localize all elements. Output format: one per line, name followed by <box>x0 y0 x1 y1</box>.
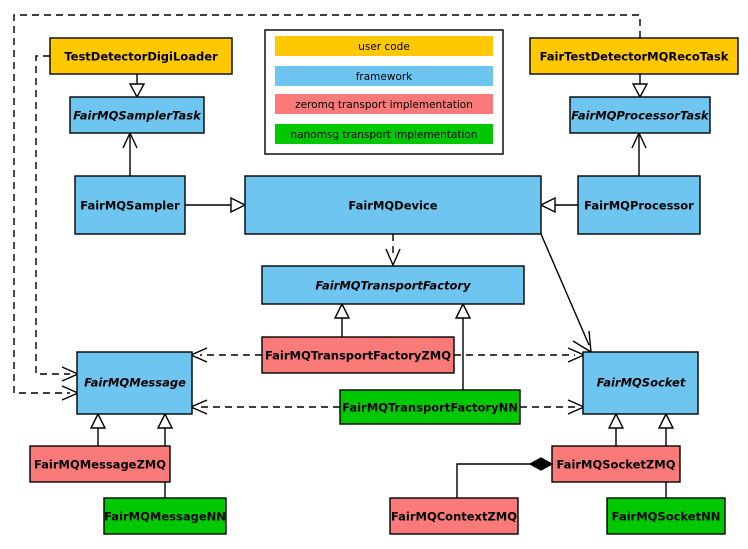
edge-factoryzmq-message <box>189 347 262 363</box>
node-label-TestDetectorDigiLoader: TestDetectorDigiLoader <box>64 50 218 64</box>
node-label-FairMQTransportFactoryNN: FairMQTransportFactoryNN <box>342 401 518 415</box>
legend-label-framework: framework <box>356 71 413 83</box>
node-box-FairMQMessageZMQ[interactable] <box>29 445 171 483</box>
node-label-FairMQTransportFactory: FairMQTransportFactory <box>315 279 471 293</box>
node-box-FairMQContextZMQ[interactable] <box>389 497 519 535</box>
node-box-FairMQProcessorTask[interactable] <box>569 96 711 134</box>
node-label-FairMQTransportFactoryZMQ: FairMQTransportFactoryZMQ <box>265 349 451 363</box>
node-FairMQTransportFactoryZMQ[interactable]: FairMQTransportFactoryZMQ <box>261 336 455 374</box>
node-FairMQSamplerTask[interactable]: FairMQSamplerTask <box>69 96 205 134</box>
node-box-FairMQSocket[interactable] <box>582 351 699 415</box>
composition-diamond-icon <box>528 457 554 471</box>
edge-recotask-processortask <box>631 74 649 99</box>
edge-factoryzmq-factory <box>333 302 351 337</box>
node-box-FairMQSamplerTask[interactable] <box>69 96 205 134</box>
edge-processor-processortask <box>631 131 647 176</box>
node-FairMQMessage[interactable]: FairMQMessage <box>76 351 193 415</box>
node-label-FairMQContextZMQ: FairMQContextZMQ <box>391 510 517 524</box>
edge-factorynn-socket <box>520 399 586 415</box>
node-label-FairMQSocketZMQ: FairMQSocketZMQ <box>557 458 676 472</box>
edge-sampler-device <box>185 196 247 214</box>
legend-label-user-code: user code <box>358 41 410 53</box>
legend-label-nanomsg: nanomsg transport implementation <box>291 129 478 141</box>
node-box-FairMQSampler[interactable] <box>74 175 186 235</box>
node-FairMQTransportFactory[interactable]: FairMQTransportFactory <box>261 265 525 305</box>
node-box-FairMQTransportFactoryNN[interactable] <box>339 389 521 425</box>
edge-messagezmq-message <box>89 412 107 446</box>
node-FairMQProcessorTask[interactable]: FairMQProcessorTask <box>569 96 711 134</box>
node-label-FairMQDevice: FairMQDevice <box>348 199 437 213</box>
node-FairMQContextZMQ[interactable]: FairMQContextZMQ <box>389 497 519 535</box>
node-label-FairMQProcessorTask: FairMQProcessorTask <box>571 109 710 123</box>
legend-label-zeromq: zeromq transport implementation <box>295 99 473 111</box>
node-label-FairMQSampler: FairMQSampler <box>80 199 180 213</box>
node-label-FairMQMessageNN: FairMQMessageNN <box>104 510 226 524</box>
node-label-FairMQProcessor: FairMQProcessor <box>584 199 694 213</box>
legend-swatch-nanomsg <box>275 124 493 144</box>
node-box-FairMQMessageNN[interactable] <box>103 497 227 535</box>
node-FairMQMessageNN[interactable]: FairMQMessageNN <box>103 497 227 535</box>
node-label-FairMQSocketNN: FairMQSocketNN <box>612 510 721 524</box>
node-FairMQSocket[interactable]: FairMQSocket <box>582 351 699 415</box>
node-FairTestDetectorMQRecoTask[interactable]: FairTestDetectorMQRecoTask <box>529 37 739 75</box>
node-TestDetectorDigiLoader[interactable]: TestDetectorDigiLoader <box>49 37 233 75</box>
node-FairMQSocketNN[interactable]: FairMQSocketNN <box>606 497 726 535</box>
node-FairMQDevice[interactable]: FairMQDevice <box>244 175 542 235</box>
node-box-FairMQSocketNN[interactable] <box>606 497 726 535</box>
node-label-FairMQMessage: FairMQMessage <box>84 376 186 390</box>
node-label-FairTestDetectorMQRecoTask: FairTestDetectorMQRecoTask <box>540 50 729 64</box>
edge-factorynn-factory <box>454 302 472 390</box>
node-layer: TestDetectorDigiLoader FairTestDetectorM… <box>29 37 739 535</box>
node-label-FairMQSocket: FairMQSocket <box>597 376 686 390</box>
node-box-FairMQDevice[interactable] <box>244 175 542 235</box>
edge-processor-device <box>539 196 578 214</box>
node-box-FairMQSocketZMQ[interactable] <box>551 445 681 483</box>
edge-factoryzmq-socket <box>454 347 586 363</box>
node-FairMQSocketZMQ[interactable]: FairMQSocketZMQ <box>551 445 681 483</box>
node-FairMQMessageZMQ[interactable]: FairMQMessageZMQ <box>29 445 171 483</box>
legend-swatch-user-code <box>275 36 493 56</box>
node-FairMQProcessor[interactable]: FairMQProcessor <box>577 175 701 235</box>
edge-factorynn-message <box>189 399 340 415</box>
node-box-FairTestDetectorMQRecoTask[interactable] <box>529 37 739 75</box>
edge-sampler-samplertask <box>122 131 138 176</box>
node-box-FairMQProcessor[interactable] <box>577 175 701 235</box>
node-box-FairMQTransportFactory[interactable] <box>261 265 525 305</box>
node-box-TestDetectorDigiLoader[interactable] <box>49 37 233 75</box>
edge-device-socket <box>540 233 592 354</box>
legend: user code framework zeromq transport imp… <box>264 29 504 155</box>
node-box-FairMQTransportFactoryZMQ[interactable] <box>261 336 455 374</box>
legend-swatch-zeromq <box>275 94 493 114</box>
node-label-FairMQSamplerTask: FairMQSamplerTask <box>73 109 202 123</box>
node-FairMQSampler[interactable]: FairMQSampler <box>74 175 186 235</box>
edge-device-transportfactory <box>385 234 401 267</box>
node-label-FairMQMessageZMQ: FairMQMessageZMQ <box>34 458 166 472</box>
node-FairMQTransportFactoryNN[interactable]: FairMQTransportFactoryNN <box>339 389 521 425</box>
legend-swatch-framework <box>275 66 493 86</box>
edge-digiloader-samplertask <box>128 74 146 99</box>
node-box-FairMQMessage[interactable] <box>76 351 193 415</box>
edge-socketzmq-socket <box>607 412 625 446</box>
